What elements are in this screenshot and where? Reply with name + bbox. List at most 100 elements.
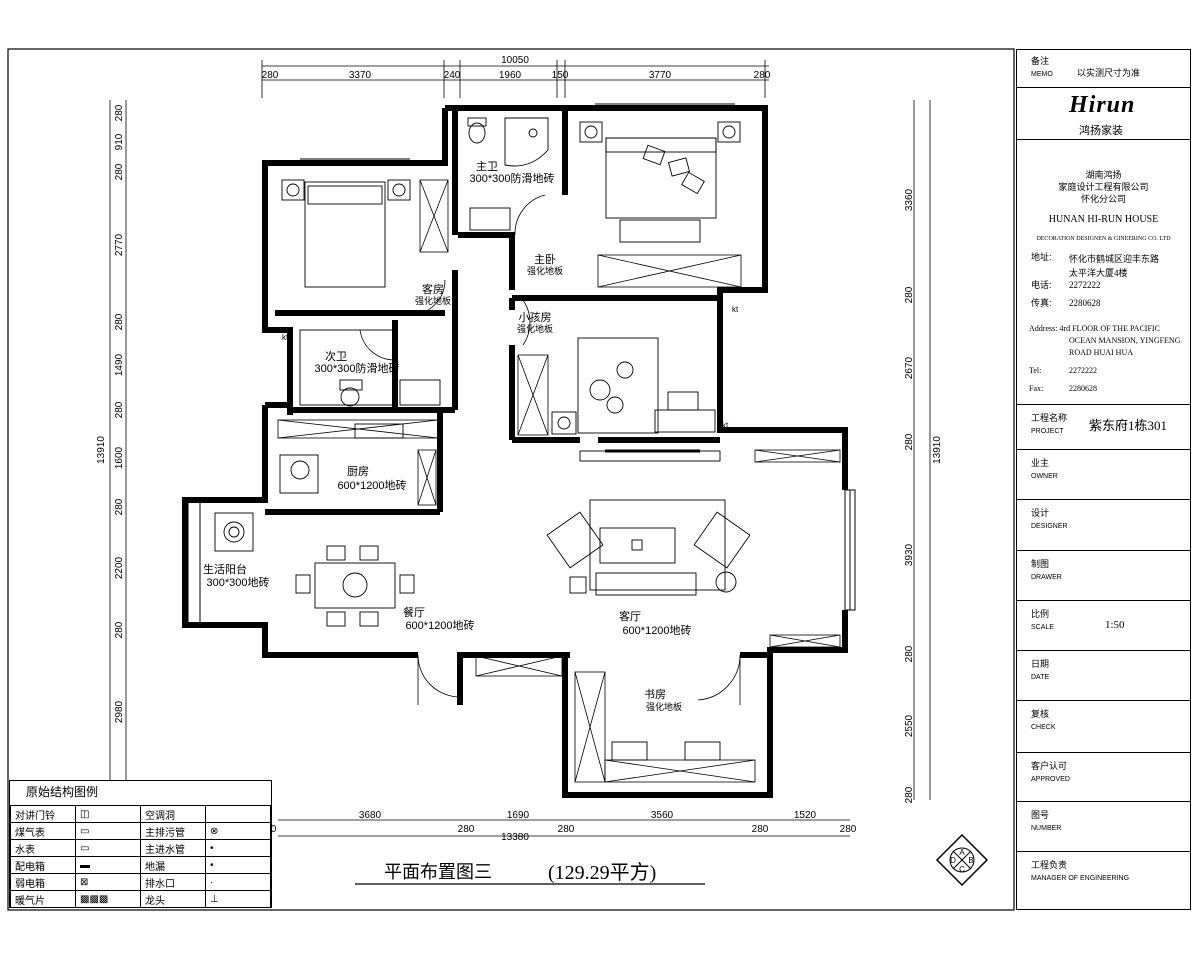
dim-top-2: 3370 [349, 70, 372, 81]
field-label-en: CHECK [1031, 724, 1056, 731]
company-row: 湖南鸿扬 家庭设计工程有限公司 怀化分公司 HUNAN HI-RUN HOUSE… [1017, 140, 1190, 405]
doors [359, 194, 741, 705]
legend-row: 配电箱 ▬ 地漏 • [10, 856, 271, 874]
dim-left-11: 280 [114, 621, 125, 638]
field-scale: 比例 SCALE 1:50 [1017, 601, 1190, 651]
compass-b: B [968, 856, 973, 865]
dim-right-7: 2550 [904, 714, 915, 737]
dim-top-6: 3770 [649, 70, 672, 81]
room-name-master-bed: 主卧 [534, 253, 556, 266]
radiator-symbol: ▩▩▩ [75, 890, 141, 908]
field-label-cn: 工程负责 [1031, 860, 1068, 870]
field-label-cn: 复核 [1031, 709, 1050, 719]
room-floor-kids: 强化地板 [517, 323, 553, 334]
compass-d: D [950, 856, 956, 865]
field-label-en: DESIGNER [1031, 523, 1068, 530]
dim-top-4: 1960 [499, 70, 522, 81]
title-block: 备注 MEMO 以实测尺寸为准 Hirun 鸿扬家装 湖南鸿扬 家庭设计工程有限… [1016, 49, 1191, 910]
legend-table: 对讲门铃 ◫ 空调洞 煤气表 ▭ 主排污管 ⊗ 水表 ▭ 主进水管 • 配电箱 … [10, 805, 271, 908]
company-cn-1: 湖南鸿扬 [1085, 170, 1122, 180]
outlet-symbol: · [205, 873, 271, 891]
room-floor-dining: 600*1200地砖 [405, 618, 474, 632]
dim-right-1: 3360 [904, 188, 915, 211]
intercom-symbol: ◫ [75, 805, 141, 823]
address-en-3: ROAD HUAI HUA [1069, 348, 1133, 357]
legend-row: 暖气片 ▩▩▩ 龙头 ⊥ [10, 890, 271, 908]
faucet-symbol: ⊥ [205, 890, 271, 908]
cabinet-hatch [419, 179, 449, 253]
addr-value: 怀化市鹤城区迎丰东路 [1069, 254, 1160, 264]
compass-c: C [959, 865, 965, 874]
cabinet-hatch [597, 254, 742, 288]
dim-left-1: 280 [114, 104, 125, 121]
coffee-table [599, 527, 676, 564]
dim-bottom-8: 1520 [794, 810, 817, 821]
plan-title: 平面布置图三 [384, 862, 492, 882]
dim-bottom-2: 3680 [359, 810, 382, 821]
cabinet-hatch [604, 759, 756, 783]
cabinet-hatch [517, 354, 549, 436]
ac-hole-symbol [205, 805, 271, 823]
cabinet-hatch [754, 449, 841, 463]
legend-row: 对讲门铃 ◫ 空调洞 [10, 805, 271, 823]
kt-mark-1: kt [282, 333, 289, 342]
dim-left-9: 280 [114, 498, 125, 515]
dim-top-5: 150 [552, 70, 569, 81]
dim-left-2: 910 [114, 133, 125, 150]
dim-left-7: 280 [114, 401, 125, 418]
dim-right-3: 2670 [904, 356, 915, 379]
memo-value: 以实测尺寸为准 [1077, 68, 1141, 78]
tel-value: 2272222 [1069, 280, 1101, 290]
room-floor-guest: 强化地板 [415, 295, 451, 306]
field-label-en: SCALE [1031, 624, 1054, 631]
field-owner: 业主 OWNER [1017, 450, 1190, 500]
room-floor-master-bed: 强化地板 [527, 265, 563, 276]
legend-item-name: 配电箱 [10, 856, 76, 874]
toilet-master [468, 122, 486, 144]
guest-bed [304, 181, 386, 288]
drawing-frame [7, 48, 1015, 911]
room-name-kids: 小孩房 [519, 311, 552, 324]
room-floor-living: 600*1200地砖 [622, 623, 691, 637]
water-meter-symbol: ▭ [75, 839, 141, 857]
field-manager: 工程负责 MANAGER OF ENGINEERING [1017, 852, 1190, 909]
dim-left-total: 13910 [96, 436, 107, 464]
legend-item-name: 主进水管 [140, 839, 206, 857]
tel-en-label: Tel: [1029, 366, 1042, 375]
field-label-cn: 客户认可 [1031, 761, 1068, 771]
field-label-cn: 业主 [1031, 458, 1050, 468]
memo-row: 备注 MEMO 以实测尺寸为准 [1017, 50, 1190, 88]
legend-row: 弱电箱 ⊠ 排水口 · [10, 873, 271, 891]
fax-value: 2280628 [1069, 298, 1101, 308]
room-name-kitchen: 厨房 [347, 465, 369, 478]
company-cn-2: 家庭设计工程有限公司 [1058, 182, 1149, 192]
room-name-dining: 餐厅 [403, 605, 425, 619]
addr-label: 地址: [1031, 252, 1052, 262]
legend-item-name: 对讲门铃 [10, 805, 76, 823]
compass-a: A [959, 848, 965, 857]
dimension-ticks-top [261, 60, 766, 98]
field-label-cn: 制图 [1031, 559, 1050, 569]
dim-right-8: 280 [904, 786, 915, 803]
legend-item-name: 弱电箱 [10, 873, 76, 891]
legend-title: 原始结构图例 [26, 785, 99, 799]
cabinets [277, 179, 841, 783]
dim-bottom-total: 13380 [501, 832, 529, 843]
memo-label-cn: 备注 [1031, 56, 1050, 66]
field-label-en: MANAGER OF ENGINEERING [1031, 875, 1130, 882]
dim-left-6: 1490 [114, 353, 125, 376]
fax-label: 传真: [1031, 298, 1052, 308]
dim-right-total: 13910 [932, 436, 943, 464]
room-name-second-bath: 次卫 [325, 349, 347, 363]
field-label-en: DATE [1031, 674, 1050, 681]
dim-top-1: 280 [262, 70, 279, 81]
field-project: 工程名称 PROJECT 紫东府1栋301 [1017, 405, 1190, 450]
room-floor-kitchen: 600*1200地砖 [337, 478, 406, 492]
kids-bed [577, 337, 659, 434]
dim-bottom-3: 280 [458, 824, 475, 835]
tel-label: 电话: [1031, 280, 1052, 290]
field-drawer: 制图 DRAWER [1017, 551, 1190, 601]
company-logo: Hirun [1069, 92, 1136, 118]
dim-left-3: 280 [114, 163, 125, 180]
